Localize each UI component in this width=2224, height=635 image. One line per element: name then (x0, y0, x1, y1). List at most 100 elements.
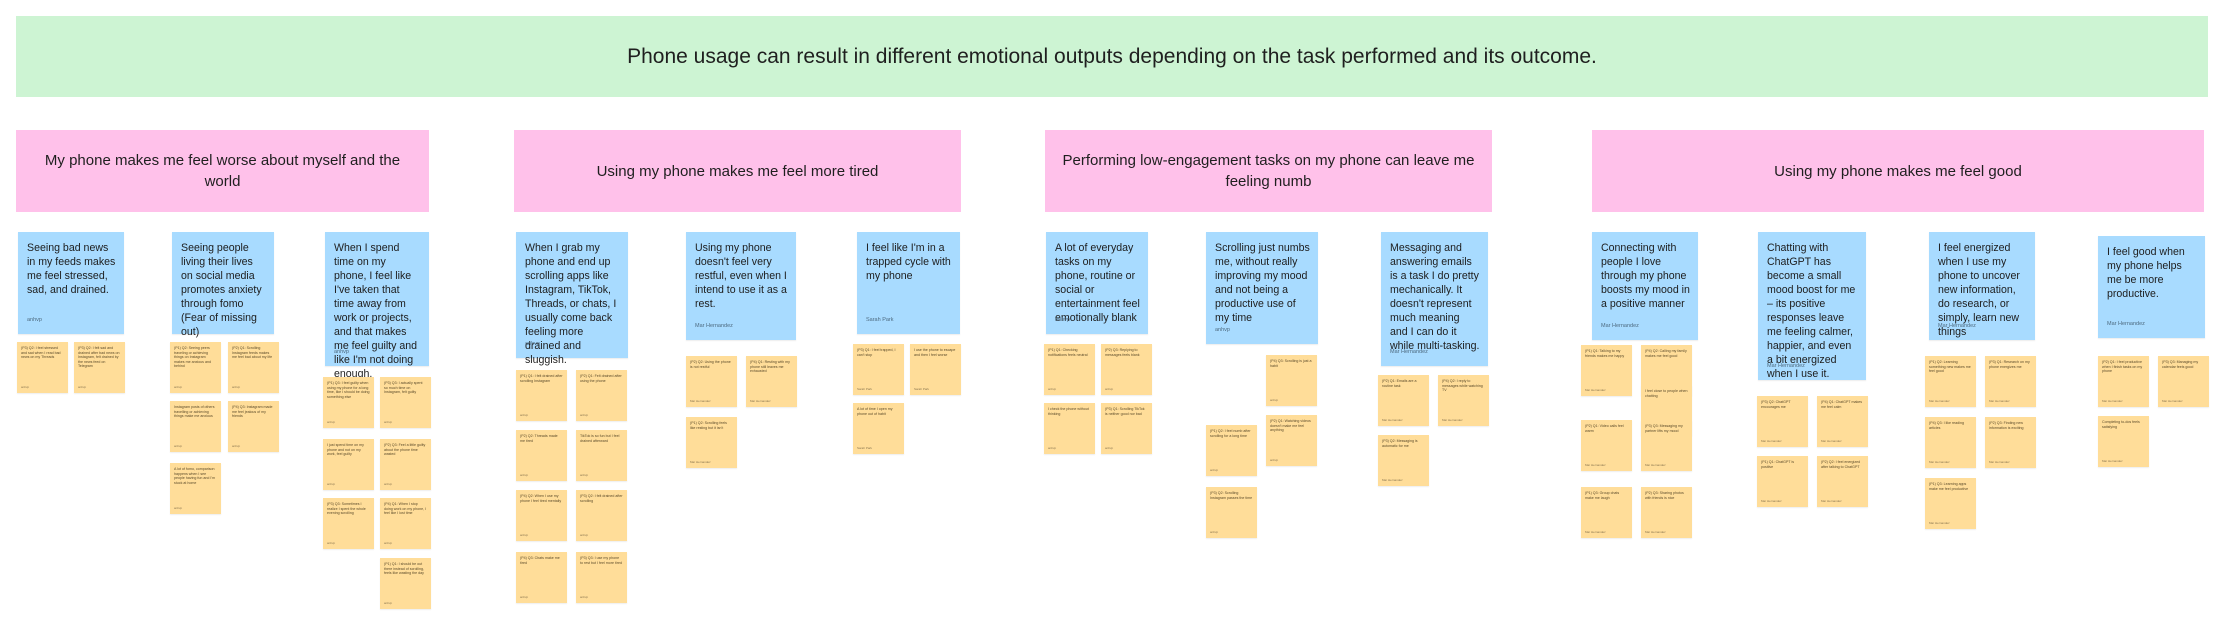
research-note[interactable]: (P2) Q3: Finding new information is exci… (1985, 417, 2036, 468)
note-text: (P1) Q2: Learning something new makes me… (1929, 360, 1971, 374)
research-note[interactable]: (P3) Q3: Managing my calendar feels good… (2158, 356, 2209, 407)
research-note[interactable]: (P1) Q3: I feel guilty when using my pho… (323, 377, 374, 428)
research-note[interactable]: (P1) Q3: Learning apps make me feel prod… (1925, 478, 1976, 529)
insight-sticky-productive[interactable]: I feel good when my phone helps me be mo… (2098, 236, 2205, 338)
research-note[interactable]: (P2) Q3: Sharing photos with friends is … (1641, 487, 1692, 538)
note-text: (P4) Q2: When I use my phone I feel tire… (520, 494, 562, 503)
research-note[interactable]: (P1) Q2: Scrolling feels like resting bu… (686, 417, 737, 468)
insight-sticky-bad-news[interactable]: Seeing bad news in my feeds makes me fee… (18, 232, 124, 334)
research-note[interactable]: (P3) Q1: Scrolling TikTok is neither goo… (1101, 403, 1152, 454)
note-author: anhvp (78, 385, 87, 390)
research-note[interactable]: (P1) Q2: Learning something new makes me… (1925, 356, 1976, 407)
research-note[interactable]: (P2) Q3: Replying to messages feels blan… (1101, 344, 1152, 395)
note-text: (P4) Q1: Resting with my phone still lea… (750, 360, 790, 374)
research-note[interactable]: A lot of fomo, comparison happens when I… (170, 463, 221, 514)
insight-sticky-restful[interactable]: Using my phone doesn't feel very restful… (686, 232, 796, 340)
insight-sticky-guilt[interactable]: When I spend time on my phone, I feel li… (325, 232, 429, 380)
research-note[interactable]: (P1) Q1: Checking notifications feels ne… (1044, 344, 1095, 395)
research-note[interactable]: (P2) Q2: I feel energized after talking … (1817, 456, 1868, 507)
research-note[interactable]: (P3) Q1: Research on my phone energizes … (1985, 356, 2036, 407)
research-note[interactable]: (P3) Q3: I use my phone to rest but I fe… (576, 552, 627, 603)
research-note[interactable]: (P4) Q2: When I use my phone I feel tire… (516, 490, 567, 541)
research-note[interactable]: (P1) Q2: Seeing peers traveling or achie… (170, 342, 221, 393)
research-note[interactable]: (P4) Q1: Resting with my phone still lea… (746, 356, 797, 407)
research-note[interactable]: (P3) Q2: I felt sad and drained after ba… (74, 342, 125, 393)
insight-sticky-fomo[interactable]: Seeing people living their lives on soci… (172, 232, 274, 338)
research-note[interactable]: (P4) Q2: I reply to messages while watch… (1438, 375, 1489, 426)
note-text: (P1) Q1: I felt drained after scrolling … (520, 374, 563, 383)
note-text: (P3) Q1: Scrolling TikTok is neither goo… (1105, 407, 1145, 416)
research-note[interactable]: (P4) Q3: Instagram made me feel jealous … (228, 401, 279, 452)
research-note[interactable]: (P1) Q1: I should be out there instead o… (380, 558, 431, 609)
note-author: Mar Hernandez (2162, 399, 2183, 404)
note-author: anhvp (580, 595, 589, 600)
insight-sticky-scrolling-numbs[interactable]: Scrolling just numbs me, without really … (1206, 232, 1318, 344)
insight-sticky-drained[interactable]: When I grab my phone and end up scrollin… (516, 232, 628, 366)
research-note[interactable]: (P2) Q3: Feel a little guilty about the … (380, 439, 431, 490)
research-note[interactable]: Instagram posts of others travelling or … (170, 401, 221, 452)
cluster-title: Using my phone makes me feel more tired (596, 162, 879, 180)
cluster-header-tired[interactable]: Using my phone makes me feel more tired (514, 130, 961, 212)
insight-sticky-learning[interactable]: I feel energized when I use my phone to … (1929, 232, 2035, 340)
research-note[interactable]: (P3) Q2: I feel stressed and sad when I … (17, 342, 68, 393)
research-note[interactable]: (P3) Q3: Messaging my partner lifts my m… (1641, 420, 1692, 471)
note-author: Sarah Park (914, 387, 930, 392)
note-author: anhvp (1270, 458, 1279, 463)
research-note[interactable]: A lot of time I open my phone out of hab… (853, 403, 904, 454)
research-note[interactable]: I use the phone to escape and then I fee… (910, 344, 961, 395)
insight-author: anhvp (1055, 317, 1070, 323)
insight-author: Mar Hernandez (1601, 323, 1639, 329)
research-note[interactable]: (P2) Q1: Felt drained after using the ph… (576, 370, 627, 421)
research-note[interactable]: (P1) Q1: Talking to my friends makes me … (1581, 345, 1632, 396)
cluster-header-numb[interactable]: Performing low-engagement tasks on my ph… (1045, 130, 1492, 212)
insight-text: Connecting with people I love through my… (1601, 242, 1690, 310)
note-author: Mar Hernandez (1382, 418, 1403, 423)
insight-sticky-mechanical[interactable]: Messaging and answering emails is a task… (1381, 232, 1488, 366)
note-author: anhvp (580, 413, 589, 418)
research-note[interactable]: TikTok is so fun but I feel drained afte… (576, 430, 627, 481)
research-note[interactable]: (P1) Q1: I felt drained after scrolling … (516, 370, 567, 421)
note-author: Mar Hernandez (1929, 521, 1950, 526)
note-author: Mar Hernandez (1821, 499, 1842, 504)
research-note[interactable]: (P4) Q1: When I stop doing work on my ph… (380, 498, 431, 549)
note-author: Mar Hernandez (690, 399, 711, 404)
insight-sticky-chatgpt[interactable]: Chatting with ChatGPT has become a small… (1758, 232, 1866, 380)
research-note[interactable]: (P2) Q1: Scrolling Instagram feeds makes… (228, 342, 279, 393)
insight-sticky-blank[interactable]: A lot of everyday tasks on my phone, rou… (1046, 232, 1148, 334)
cluster-header-good[interactable]: Using my phone makes me feel good (1592, 130, 2204, 212)
research-note[interactable]: I just spend time on my phone and not on… (323, 439, 374, 490)
note-author: Mar Hernandez (1761, 499, 1782, 504)
note-text: (P3) Q3: Managing my calendar feels good (2162, 360, 2199, 369)
research-note[interactable]: (P3) Q2: Scrolling Instagram passes the … (1206, 487, 1257, 538)
insight-sticky-connecting[interactable]: Connecting with people I love through my… (1592, 232, 1698, 340)
summary-banner[interactable]: Phone usage can result in different emot… (16, 16, 2208, 97)
research-note[interactable]: (P3) Q3: Sometimes I realize I spent the… (323, 498, 374, 549)
note-author: anhvp (520, 533, 529, 538)
note-text: (P1) Q1: ChatGPT is positive (1761, 460, 1795, 469)
research-note[interactable]: (P1) Q2: I feel numb after scrolling for… (1206, 425, 1257, 476)
cluster-header-worse[interactable]: My phone makes me feel worse about mysel… (16, 130, 429, 212)
note-text: (P4) Q2: I reply to messages while watch… (1442, 379, 1483, 393)
research-note[interactable]: (P3) Q3: I actually spent so much time o… (380, 377, 431, 428)
note-author: anhvp (174, 385, 183, 390)
research-note[interactable]: (P2) Q1: I feel productive when I finish… (2098, 356, 2149, 407)
note-text: (P1) Q1: Talking to my friends makes me … (1585, 349, 1625, 358)
research-note[interactable]: (P2) Q1: Watching videos doesn't make me… (1266, 415, 1317, 466)
insight-sticky-trapped[interactable]: I feel like I'm in a trapped cycle with … (857, 232, 960, 334)
